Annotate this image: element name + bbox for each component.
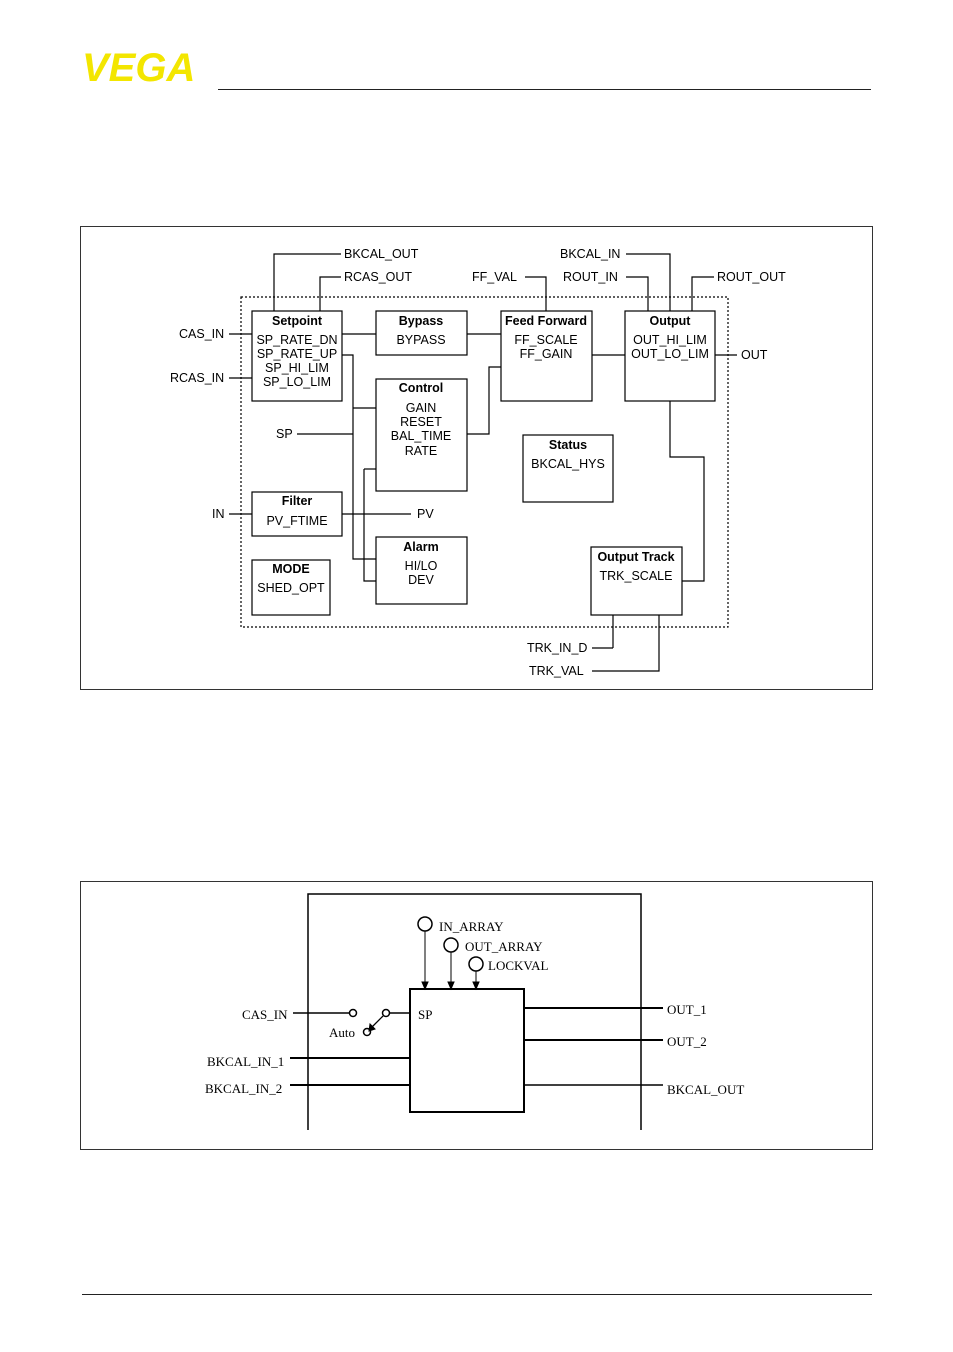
- label-rout-in: ROUT_IN: [563, 270, 618, 284]
- footer-rule: [82, 1294, 872, 1295]
- svg-text:PV_FTIME: PV_FTIME: [266, 514, 327, 528]
- alarm-block: Alarm HI/LO DEV: [375, 536, 468, 605]
- svg-text:OUT_1: OUT_1: [667, 1002, 707, 1017]
- svg-text:BYPASS: BYPASS: [396, 333, 445, 347]
- svg-text:CAS_IN: CAS_IN: [242, 1007, 288, 1022]
- label-bkcal-out: BKCAL_OUT: [344, 247, 419, 261]
- label-trk-val: TRK_VAL: [529, 664, 584, 678]
- label-out: OUT: [741, 348, 768, 362]
- label-trk-in-d: TRK_IN_D: [527, 641, 587, 655]
- vega-logo: VEGA: [82, 48, 212, 84]
- mode-block: MODE SHED_OPT: [251, 559, 331, 616]
- svg-text:SHED_OPT: SHED_OPT: [257, 581, 325, 595]
- auto-switch: Auto: [329, 1008, 410, 1040]
- label-in: IN: [212, 507, 225, 521]
- svg-text:LOCKVAL: LOCKVAL: [488, 958, 548, 973]
- label-rcas-out: RCAS_OUT: [344, 270, 412, 284]
- svg-text:OUT_HI_LIM: OUT_HI_LIM: [633, 333, 707, 347]
- bypass-block: Bypass BYPASS: [375, 310, 468, 356]
- svg-text:OUT_LO_LIM: OUT_LO_LIM: [631, 347, 709, 361]
- out-2-output: OUT_2: [524, 1034, 707, 1049]
- svg-text:TRK_SCALE: TRK_SCALE: [600, 569, 673, 583]
- label-sp: SP: [276, 427, 293, 441]
- svg-text:HI/LO: HI/LO: [405, 559, 438, 573]
- control-block: Control GAIN RESET BAL_TIME RATE: [375, 378, 468, 492]
- signal-labels: BKCAL_OUT RCAS_OUT FF_VAL BKCAL_IN ROUT_…: [170, 247, 786, 678]
- header-rule: [218, 89, 871, 90]
- label-rout-out: ROUT_OUT: [717, 270, 786, 284]
- svg-text:OUT_2: OUT_2: [667, 1034, 707, 1049]
- svg-text:Feed Forward: Feed Forward: [505, 314, 587, 328]
- sp-block-label: SP: [418, 1007, 432, 1022]
- svg-text:BAL_TIME: BAL_TIME: [391, 429, 451, 443]
- svg-text:SP_RATE_UP: SP_RATE_UP: [257, 347, 337, 361]
- setpoint-block: Setpoint SP_RATE_DN SP_RATE_UP SP_HI_LIM…: [251, 310, 343, 402]
- bkcal-in-1-input: BKCAL_IN_1: [207, 1054, 410, 1069]
- output-track-block: Output Track TRK_SCALE: [590, 546, 683, 616]
- svg-text:MODE: MODE: [272, 562, 310, 576]
- figure-pid-block-diagram: Setpoint SP_RATE_DN SP_RATE_UP SP_HI_LIM…: [80, 226, 873, 690]
- status-block: Status BKCAL_HYS: [522, 434, 614, 503]
- label-rcas-in: RCAS_IN: [170, 371, 224, 385]
- signal-wires: [229, 253, 737, 672]
- svg-text:BKCAL_IN_1: BKCAL_IN_1: [207, 1054, 284, 1069]
- svg-text:GAIN: GAIN: [406, 401, 437, 415]
- feed-forward-block: Feed Forward FF_SCALE FF_GAIN: [500, 310, 593, 402]
- svg-text:SP_HI_LIM: SP_HI_LIM: [265, 361, 329, 375]
- bkcal-in-2-input: BKCAL_IN_2: [205, 1081, 410, 1096]
- svg-text:Output: Output: [650, 314, 692, 328]
- svg-text:OUT_ARRAY: OUT_ARRAY: [465, 939, 543, 954]
- svg-text:Output Track: Output Track: [597, 550, 674, 564]
- svg-text:FF_GAIN: FF_GAIN: [520, 347, 573, 361]
- label-ff-val: FF_VAL: [472, 270, 517, 284]
- out-1-output: OUT_1: [524, 1002, 707, 1017]
- label-bkcal-in: BKCAL_IN: [560, 247, 620, 261]
- label-pv: PV: [417, 507, 434, 521]
- svg-text:SP_RATE_DN: SP_RATE_DN: [256, 333, 337, 347]
- label-cas-in: CAS_IN: [179, 327, 224, 341]
- svg-text:Filter: Filter: [282, 494, 313, 508]
- svg-text:BKCAL_HYS: BKCAL_HYS: [531, 457, 605, 471]
- cas-in-input: CAS_IN: [242, 1007, 358, 1022]
- svg-text:Alarm: Alarm: [403, 540, 438, 554]
- output-block: Output OUT_HI_LIM OUT_LO_LIM: [624, 310, 716, 402]
- svg-text:FF_SCALE: FF_SCALE: [514, 333, 577, 347]
- logo-text: VEGA: [82, 48, 195, 84]
- svg-text:BKCAL_OUT: BKCAL_OUT: [667, 1082, 744, 1097]
- svg-text:RATE: RATE: [405, 444, 437, 458]
- svg-text:Control: Control: [399, 381, 443, 395]
- svg-text:Status: Status: [549, 438, 587, 452]
- filter-block: Filter PV_FTIME: [251, 491, 343, 537]
- bkcal-out-output: BKCAL_OUT: [524, 1082, 744, 1097]
- svg-text:SP_LO_LIM: SP_LO_LIM: [263, 375, 331, 389]
- svg-text:RESET: RESET: [400, 415, 442, 429]
- svg-text:Bypass: Bypass: [399, 314, 444, 328]
- svg-text:Setpoint: Setpoint: [272, 314, 323, 328]
- svg-text:BKCAL_IN_2: BKCAL_IN_2: [205, 1081, 282, 1096]
- svg-text:DEV: DEV: [408, 573, 434, 587]
- figure-splitter-block: SP IN_ARRAY OUT_ARRAY LOCKVAL CAS_IN Aut…: [80, 881, 873, 1150]
- svg-text:IN_ARRAY: IN_ARRAY: [439, 919, 504, 934]
- param-lockval: LOCKVAL: [468, 956, 548, 991]
- param-out-array: OUT_ARRAY: [443, 937, 543, 991]
- sp-block: [409, 988, 525, 1113]
- splitter-frame: [307, 893, 642, 1130]
- svg-text:Auto: Auto: [329, 1025, 355, 1040]
- param-in-array: IN_ARRAY: [417, 916, 504, 991]
- function-block-boundary: [240, 296, 729, 628]
